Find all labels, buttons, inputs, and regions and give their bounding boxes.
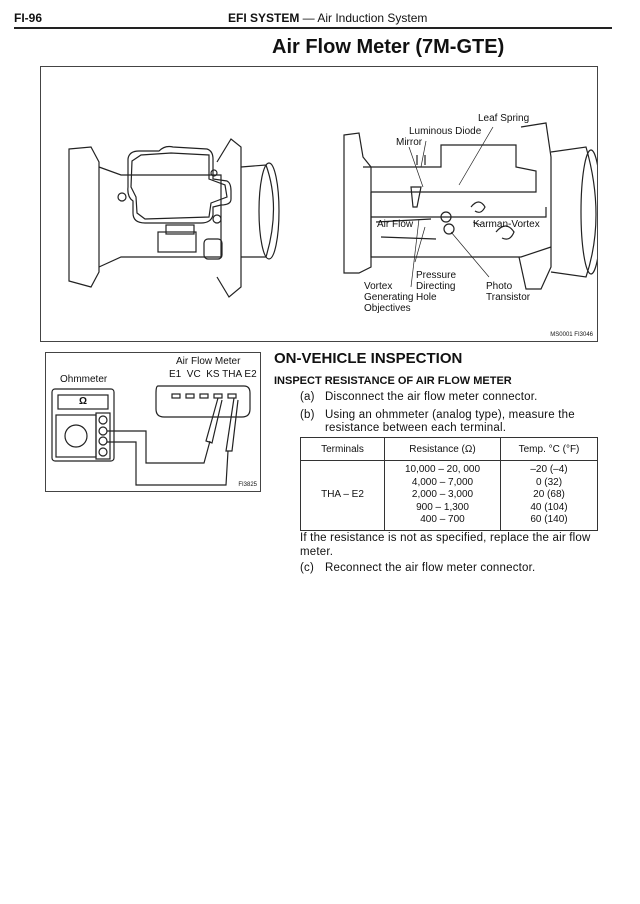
resistance-value: 400 – 700 <box>420 514 465 525</box>
temp-value: 20 (68) <box>533 489 565 500</box>
resistance-value: 2,000 – 3,000 <box>411 489 474 500</box>
section-heading: ON-VEHICLE INSPECTION <box>274 350 463 367</box>
label-line: Pressure <box>416 270 457 281</box>
label-line: Vortex <box>364 281 393 292</box>
temp-value: 40 (104) <box>530 501 568 513</box>
label-leaf-spring: Leaf Spring <box>478 113 530 124</box>
ohmmeter-connection-figure: Air Flow Meter Ohmmeter E1 VC KS THA E2 … <box>45 352 261 492</box>
header-rule <box>14 27 612 29</box>
table-header-row: Terminals Resistance (Ω) Temp. °C (°F) <box>300 437 598 461</box>
section-name: EFI SYSTEM <box>228 11 300 25</box>
label-air-flow-meter: Air Flow Meter <box>176 356 241 367</box>
step-c-text: Reconnect the air flow meter connector. <box>325 562 536 574</box>
label-line: Objectives <box>364 303 411 314</box>
page-number: FI-96 <box>14 11 43 25</box>
label-ohmmeter: Ohmmeter <box>60 374 108 385</box>
label-air-flow: Air Flow <box>377 219 414 230</box>
temp-value: –20 (–4) <box>530 464 568 475</box>
air-flow-meter-figure: Leaf Spring Luminous Diode Mirror Air Fl… <box>40 66 598 342</box>
step-b-text: Using an ohmmeter (analog type), measure… <box>325 409 575 421</box>
label-line: Hole <box>416 292 437 303</box>
label-line: Directing <box>416 281 456 292</box>
temp-value: 0 (32) <box>535 476 563 488</box>
terminals-cell: THA – E2 <box>300 460 385 531</box>
label-luminous-diode: Luminous Diode <box>409 126 482 137</box>
label-terminals: E1 VC KS THA E2 <box>169 369 257 380</box>
resistance-table: Terminals Resistance (Ω) Temp. °C (°F) T… <box>300 437 598 531</box>
air-flow-meter-exterior-illustration <box>68 138 280 298</box>
step-c-marker: (c) <box>300 562 315 574</box>
label-karman-vortex: Karman-Vortex <box>473 219 540 230</box>
section-header: EFI SYSTEM — Air Induction System <box>228 11 427 25</box>
subsection-heading: INSPECT RESISTANCE OF AIR FLOW METER <box>274 375 512 387</box>
label-line: Photo <box>486 281 513 292</box>
resistance-value: 4,000 – 7,000 <box>411 476 474 488</box>
figure-code: MS0001 FI3046 <box>550 332 593 338</box>
ohmmeter-wiring-illustration <box>51 385 251 486</box>
air-flow-meter-cutaway-illustration <box>343 122 597 290</box>
resistance-value: 900 – 1,300 <box>416 501 469 513</box>
step-a-marker: (a) <box>300 391 315 403</box>
figure-code: FI3825 <box>238 482 257 488</box>
subsection-name: — Air Induction System <box>299 11 428 25</box>
temp-value: 60 (140) <box>530 514 568 525</box>
column-header: Temp. °C (°F) <box>500 437 598 461</box>
column-header: Resistance (Ω) <box>384 437 501 461</box>
page-title: Air Flow Meter (7M-GTE) <box>272 36 505 58</box>
note-text-cont: meter. <box>300 546 334 558</box>
ohm-symbol-icon: Ω <box>79 396 88 407</box>
label-mirror: Mirror <box>396 137 423 148</box>
note-text: If the resistance is not as specified, r… <box>300 532 591 544</box>
step-a-text: Disconnect the air flow meter connector. <box>325 391 538 403</box>
label-line: Transistor <box>486 292 531 303</box>
label-line: Generating <box>364 292 414 303</box>
temp-cell: –20 (–4)0 (32)20 (68)40 (104)60 (140) <box>500 460 598 531</box>
step-b-text-cont: resistance between each terminal. <box>325 422 507 434</box>
resistance-value: 10,000 – 20, 000 <box>404 464 481 475</box>
step-b-marker: (b) <box>300 409 315 421</box>
column-header: Terminals <box>300 437 385 461</box>
